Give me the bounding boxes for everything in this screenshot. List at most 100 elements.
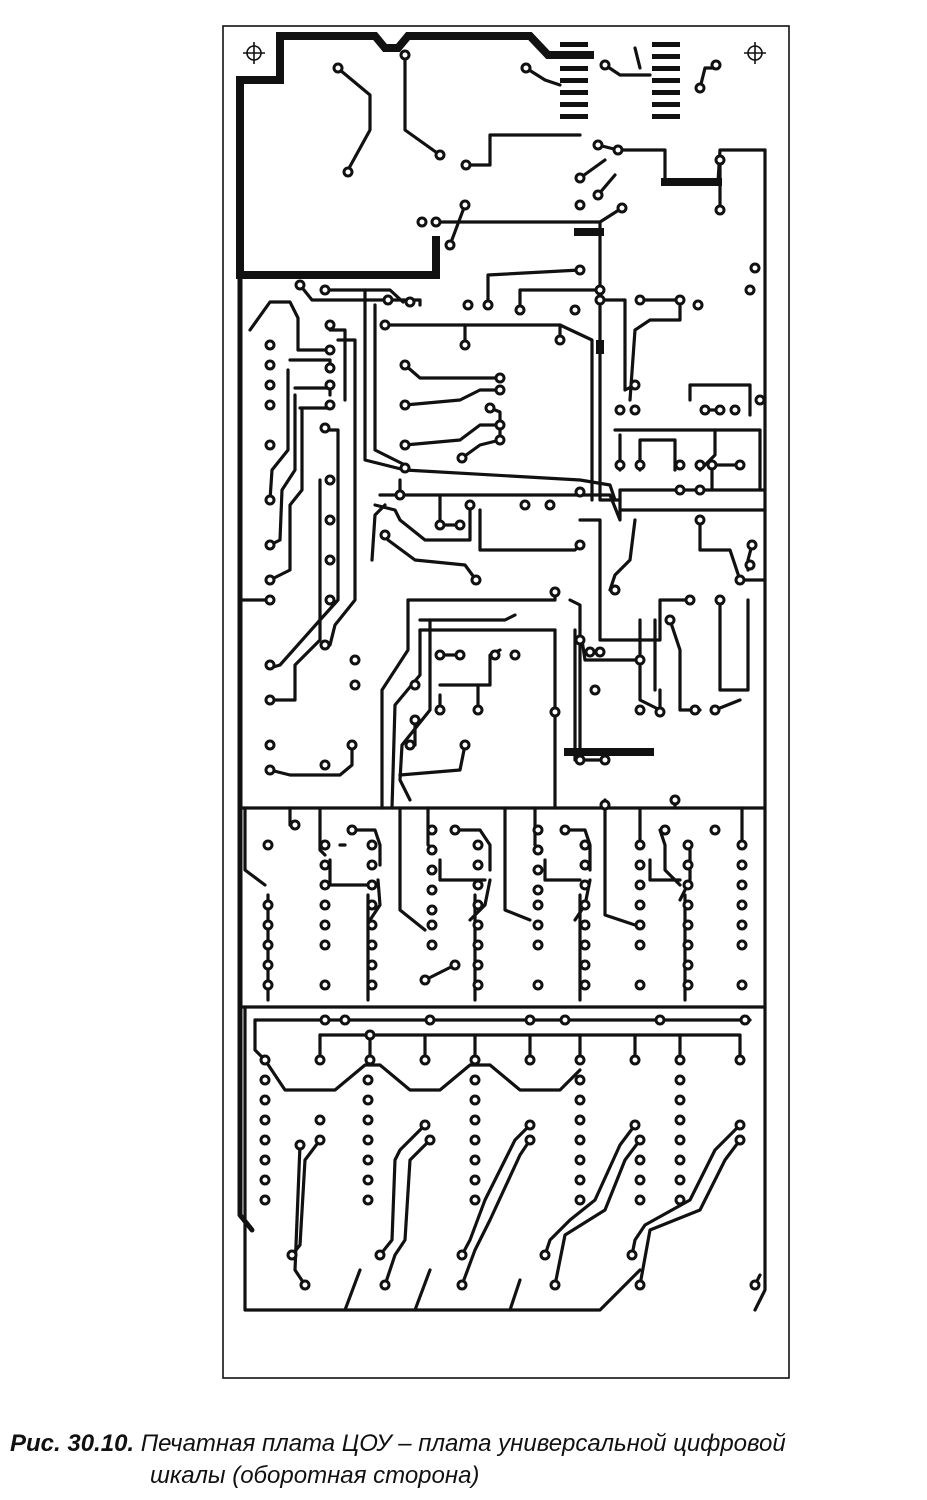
solder-pad [434, 149, 446, 161]
solder-pad [736, 899, 748, 911]
solder-pad [362, 1154, 374, 1166]
solder-pad [416, 216, 428, 228]
solder-pad [259, 1174, 271, 1186]
solder-pad [449, 824, 461, 836]
solder-pad [472, 859, 484, 871]
solder-pad [682, 979, 694, 991]
solder-pad [574, 1074, 586, 1086]
section-dividers [238, 148, 767, 1312]
solder-pad [579, 899, 591, 911]
solder-pad [754, 394, 766, 406]
solder-pad [259, 1074, 271, 1086]
solder-pad [736, 939, 748, 951]
solder-pad [314, 1054, 326, 1066]
solder-pad [419, 1054, 431, 1066]
solder-pad [449, 959, 461, 971]
solder-pad [629, 379, 641, 391]
solder-pad [674, 1094, 686, 1106]
solder-pad [259, 1094, 271, 1106]
solder-pad [324, 319, 336, 331]
solder-pad [736, 879, 748, 891]
solder-pad [456, 452, 468, 464]
solder-pad [654, 706, 666, 718]
solder-pad [259, 1194, 271, 1206]
figure-caption: Рис. 30.10. Печатная плата ЦОУ – плата у… [0, 1398, 927, 1498]
solder-pad [682, 939, 694, 951]
solder-pad [349, 679, 361, 691]
solder-pad [746, 539, 758, 551]
solder-pad [430, 216, 442, 228]
solder-pad [692, 299, 704, 311]
solder-pad [454, 519, 466, 531]
solder-pad [729, 404, 741, 416]
solder-pad [332, 62, 344, 74]
solder-pad [346, 824, 358, 836]
solder-pad [682, 899, 694, 911]
solder-pad [264, 359, 276, 371]
solder-pad [714, 594, 726, 606]
solder-pad [574, 754, 586, 766]
solder-pad [549, 706, 561, 718]
solder-pad [574, 486, 586, 498]
solder-pad [684, 594, 696, 606]
solder-pad [366, 919, 378, 931]
edge-connector-fingers [560, 42, 680, 119]
solder-pad [259, 1154, 271, 1166]
solder-pad [482, 299, 494, 311]
solder-pad [579, 959, 591, 971]
solder-pad [294, 1139, 306, 1151]
solder-pad [264, 739, 276, 751]
solder-pad [524, 1119, 536, 1131]
mid-section-traces [266, 806, 744, 1002]
solder-pad [634, 839, 646, 851]
pcb-diagram [222, 25, 790, 1379]
solder-pad [594, 294, 606, 306]
solder-pad [379, 319, 391, 331]
solder-pad [574, 1094, 586, 1106]
solder-pad [314, 1134, 326, 1146]
solder-pad [532, 979, 544, 991]
solder-pad [366, 859, 378, 871]
solder-pad [366, 959, 378, 971]
solder-pad [362, 1074, 374, 1086]
solder-pad [734, 1134, 746, 1146]
solder-pad [404, 296, 416, 308]
solder-pad [634, 979, 646, 991]
solder-pad [319, 422, 331, 434]
solder-pad [289, 819, 301, 831]
solder-pad [399, 359, 411, 371]
solder-pad [634, 1174, 646, 1186]
solder-pad [262, 899, 274, 911]
solder-pad [262, 959, 274, 971]
solder-pad [612, 144, 624, 156]
solder-pad [734, 1054, 746, 1066]
solder-pad [734, 1119, 746, 1131]
solder-pad [469, 1074, 481, 1086]
solder-pad [574, 264, 586, 276]
solder-pad [399, 49, 411, 61]
solder-pad [532, 919, 544, 931]
board-outline [222, 25, 790, 1379]
solder-pad [616, 202, 628, 214]
solder-pad [362, 1094, 374, 1106]
solder-pad [464, 499, 476, 511]
solder-pad [324, 554, 336, 566]
solder-pad [286, 1249, 298, 1261]
solder-pad [259, 1054, 271, 1066]
solder-pad [736, 919, 748, 931]
solder-pad [349, 654, 361, 666]
solder-pad [264, 659, 276, 671]
registration-mark-top-left [243, 42, 265, 64]
solder-pad [634, 1134, 646, 1146]
caption-line-1: Рис. 30.10. Печатная плата ЦОУ – плата у… [10, 1430, 786, 1458]
solder-pad [674, 1174, 686, 1186]
solder-pad [472, 959, 484, 971]
registration-mark-top-right [744, 42, 766, 64]
solder-pad [264, 574, 276, 586]
solder-pad [574, 172, 586, 184]
solder-pad [514, 304, 526, 316]
solder-pad [264, 764, 276, 776]
solder-pad [532, 939, 544, 951]
solder-pad [736, 979, 748, 991]
solder-pad [709, 704, 721, 716]
